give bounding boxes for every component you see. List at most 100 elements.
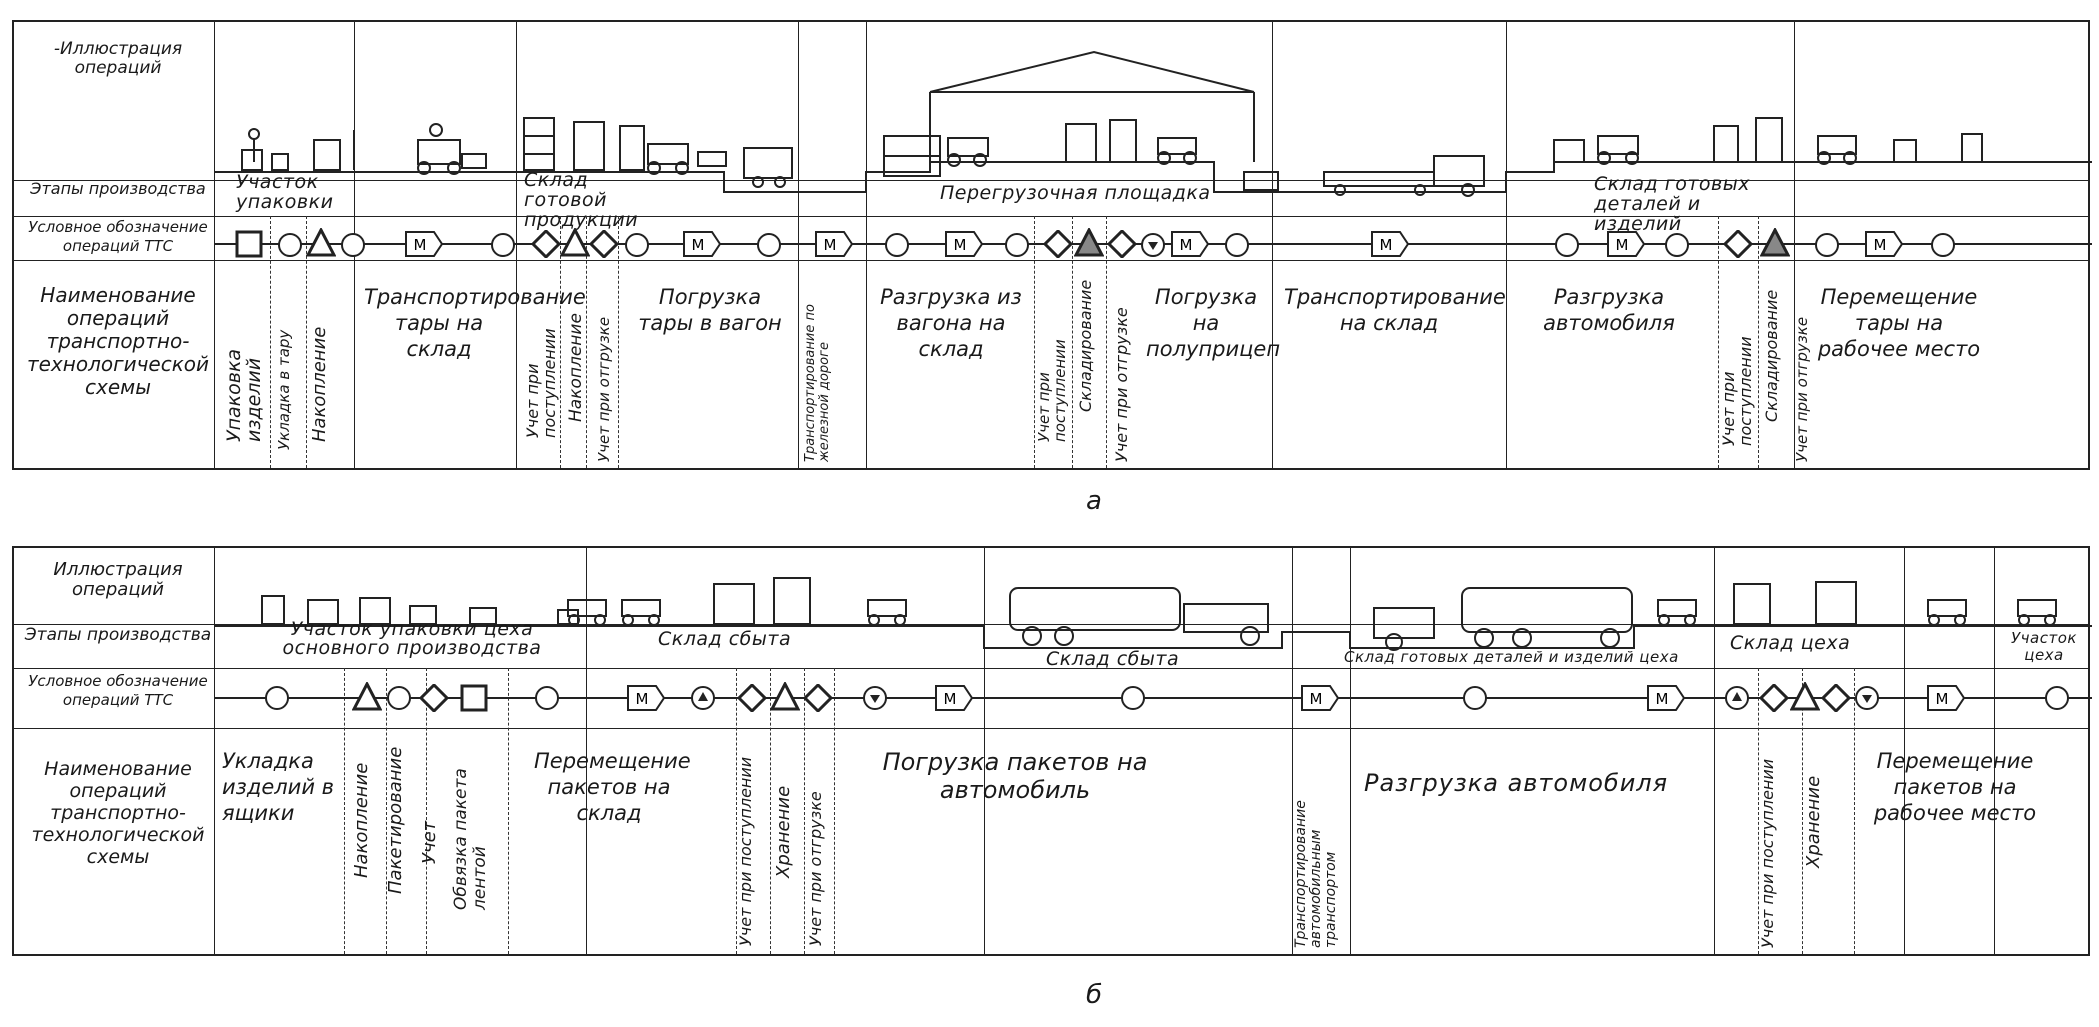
accounting-diamond-icon <box>1722 228 1754 262</box>
divider <box>736 668 737 954</box>
transport-m-icon: М <box>682 230 722 262</box>
op-label: Погрузка тары в вагон <box>638 285 782 335</box>
arrival-circle-icon <box>1724 685 1750 715</box>
transport-m-icon: М <box>934 684 974 716</box>
row-label-names: Наименование операций транспортно-технол… <box>26 283 210 399</box>
divider <box>14 260 2088 261</box>
divider <box>586 216 587 468</box>
storage-triangle-icon <box>305 226 337 262</box>
transport-m-icon: М <box>404 230 444 262</box>
control-circle-icon <box>1224 232 1250 262</box>
control-circle-icon <box>1004 232 1030 262</box>
divider <box>14 624 2088 625</box>
divider <box>14 728 2088 729</box>
op-label: Учет при поступлении <box>523 328 559 438</box>
divider <box>560 216 561 468</box>
op-label: Учет при отгрузке <box>595 316 613 462</box>
transport-m-icon: М <box>626 684 666 716</box>
divider <box>1758 668 1759 954</box>
control-circle-icon <box>386 685 412 715</box>
storage-triangle-filled-icon <box>1073 226 1105 262</box>
stage-parts-store: Склад готовых деталей и изделий <box>1594 173 1750 235</box>
caption-b: б <box>1086 980 1103 1010</box>
op-label: Учет при поступлении <box>736 756 755 946</box>
transport-m-icon: М <box>1300 684 1340 716</box>
control-circle-icon <box>1664 232 1690 262</box>
row-label-symbols: Условное обозначение операций ТТС <box>28 218 208 255</box>
storage-triangle-filled-icon <box>1759 226 1791 262</box>
transport-m-icon: М <box>814 230 854 262</box>
op-label: Учет при отгрузке <box>1793 316 1811 462</box>
divider <box>1802 668 1803 954</box>
control-circle-icon <box>264 685 290 715</box>
divider <box>1034 216 1035 468</box>
control-circle-icon <box>1462 685 1488 715</box>
control-circle-icon <box>756 232 782 262</box>
divider <box>618 216 619 468</box>
svg-text:М: М <box>414 236 427 254</box>
transport-m-icon: М <box>1646 684 1686 716</box>
svg-text:М: М <box>692 236 705 254</box>
divider <box>1718 216 1719 468</box>
op-label: Обвязка пакета лентой <box>451 768 490 910</box>
accounting-diamond-icon <box>418 682 450 716</box>
op-label: Погрузка пакетов на автомобиль <box>882 748 1148 804</box>
op-label: Разгрузка автомобиля <box>1543 285 1675 335</box>
op-label: Упаковка изделий <box>223 348 265 442</box>
op-label: Транспортирование по железной дороге <box>803 304 832 462</box>
svg-text:М: М <box>1874 236 1887 254</box>
control-circle-icon <box>340 232 366 262</box>
svg-text:М: М <box>1310 690 1323 708</box>
divider <box>386 668 387 954</box>
op-label: Накопление <box>566 313 586 422</box>
accounting-diamond-icon <box>1820 682 1852 716</box>
operation-square-icon <box>235 230 263 262</box>
op-label: Учет <box>419 820 440 864</box>
control-circle-icon <box>490 232 516 262</box>
transport-m-icon: М <box>944 230 984 262</box>
svg-text:М: М <box>824 236 837 254</box>
divider <box>1994 548 1995 954</box>
stage-parts: Склад готовых деталей и изделий цеха <box>1344 648 1679 666</box>
divider <box>804 668 805 954</box>
op-label: Хранение <box>1803 775 1824 868</box>
divider <box>770 668 771 954</box>
transport-m-icon: М <box>1606 230 1646 262</box>
op-label: Складирование <box>1762 289 1781 422</box>
storage-triangle-icon <box>769 680 801 716</box>
divider <box>1350 548 1351 954</box>
svg-text:М: М <box>954 236 967 254</box>
op-label: Накопление <box>309 326 330 442</box>
divider <box>14 668 2088 669</box>
divider <box>1714 548 1715 954</box>
stage-section: Участок цеха <box>2011 629 2077 664</box>
stage-packing: Участок упаковки цеха основного производ… <box>282 618 542 659</box>
diagram-a: -Иллюстрация операций Этапы производства… <box>12 20 2092 470</box>
svg-text:М: М <box>1936 690 1949 708</box>
control-circle-icon <box>534 685 560 715</box>
op-label: Пакетирование <box>385 746 406 894</box>
row-label-illustration: Иллюстрация операций <box>53 559 183 600</box>
divider <box>1854 668 1855 954</box>
op-label: Разгрузка из вагона на склад <box>880 285 1022 361</box>
caption-a: а <box>1086 486 1102 516</box>
control-circle-icon <box>1814 232 1840 262</box>
control-circle-icon <box>1120 685 1146 715</box>
operation-square-icon <box>460 684 488 716</box>
op-label: Учет при отгрузке <box>806 791 825 946</box>
stage-finished-goods: Склад готовой продукции <box>524 169 639 231</box>
divider <box>508 668 509 954</box>
divider <box>1106 216 1107 468</box>
op-label: Транспортирование автомобильным транспор… <box>1293 800 1339 948</box>
divider <box>270 216 271 468</box>
op-label: Укладка изделий в ящики <box>222 749 335 825</box>
stage-sales-1: Склад сбыта <box>658 628 792 650</box>
svg-text:М: М <box>1656 690 1669 708</box>
transport-m-icon: М <box>1926 684 1966 716</box>
storage-triangle-icon <box>559 226 591 262</box>
op-label: Учет при поступлении <box>1035 339 1069 442</box>
op-label: Перемещение тары на рабочее место <box>1817 285 1981 361</box>
accounting-diamond-icon <box>802 682 834 716</box>
svg-text:М: М <box>1616 236 1629 254</box>
divider <box>344 668 345 954</box>
